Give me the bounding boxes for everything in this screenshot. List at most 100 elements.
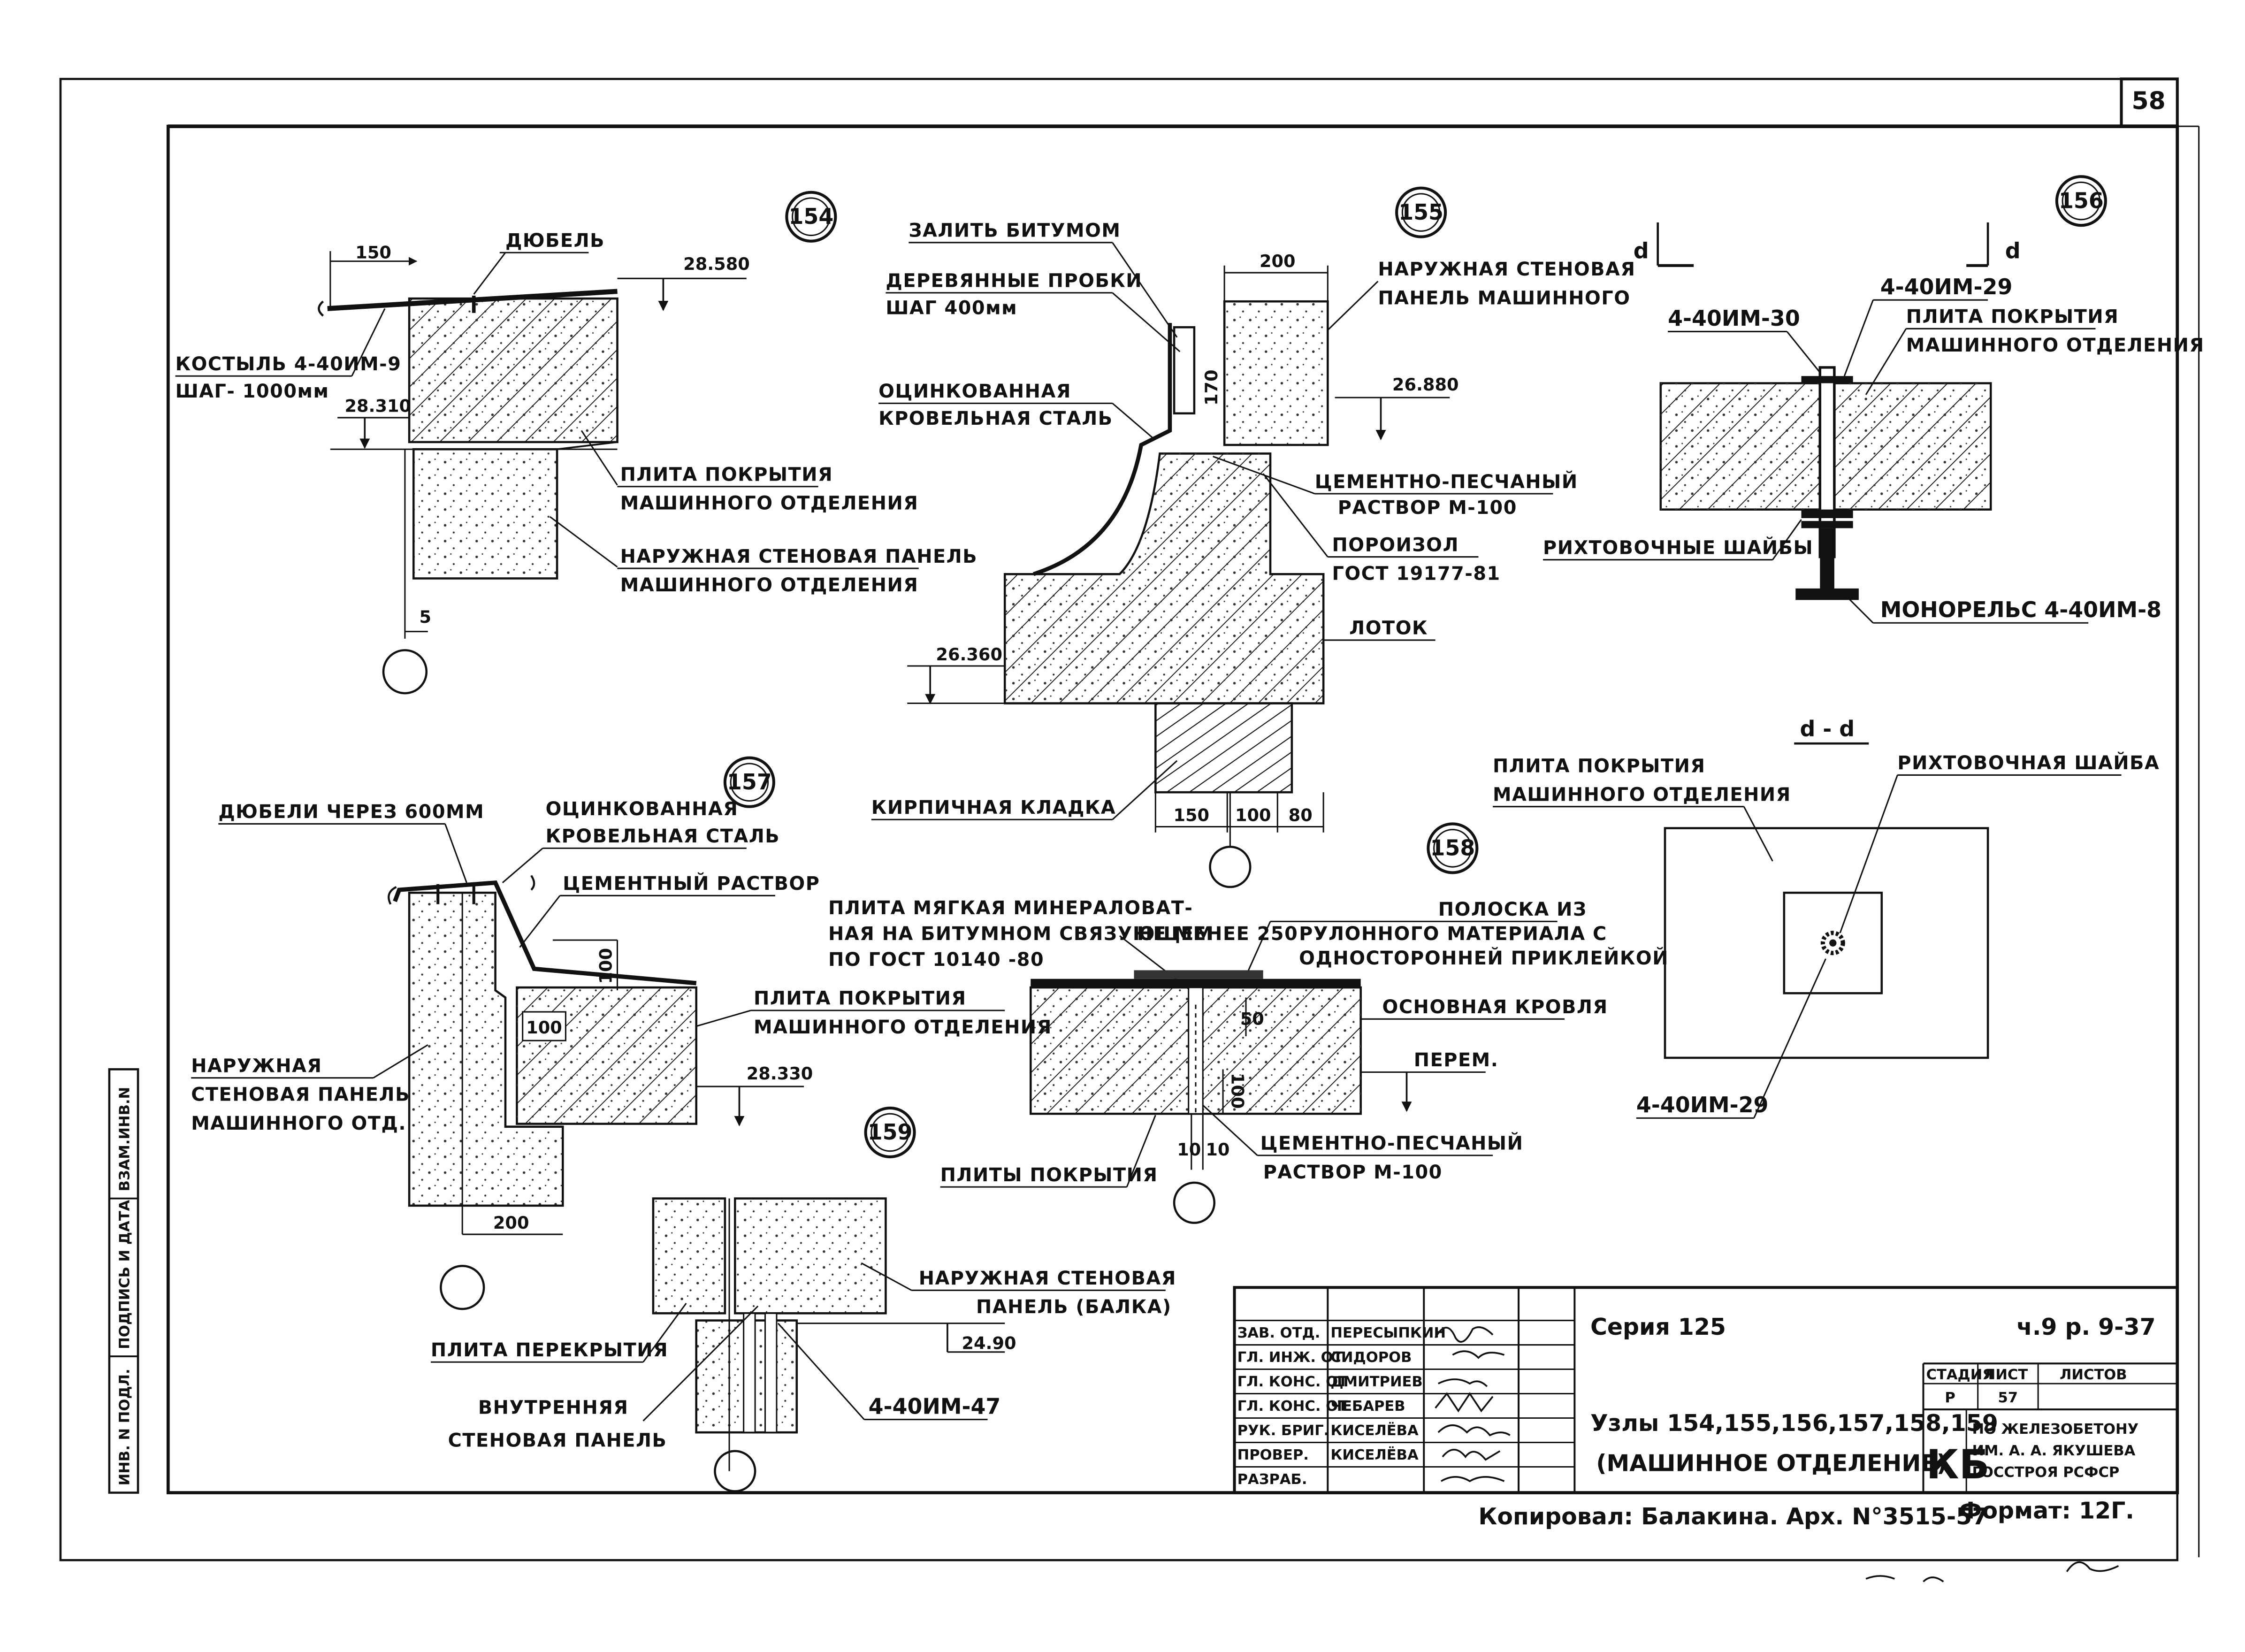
node-159-elev: 24.90 <box>962 1333 1016 1354</box>
section-dd-slab-1: ПЛИТА ПОКРЫТИЯ <box>1493 755 1706 777</box>
node-154-elev-low: 28.310 <box>344 396 411 416</box>
node-155-bitumen: ЗАЛИТЬ БИТУМОМ <box>909 220 1121 242</box>
node-157-dim-200: 200 <box>493 1213 529 1233</box>
node-157-dim-100a: 100 <box>596 948 616 984</box>
tb-scribble <box>1865 1561 2119 1583</box>
node-158-wool-2: НАЯ НА БИТУМНОМ СВЯЗУЮЩЕМ <box>828 923 1214 945</box>
tb-sheet: 57 <box>1998 1390 2018 1406</box>
node-155-brick-label: КИРПИЧНАЯ КЛАДКА <box>871 797 1116 818</box>
node-154-panel-1: НАРУЖНАЯ СТЕНОВАЯ ПАНЕЛЬ <box>620 546 977 567</box>
node-155-seal-2: ГОСТ 19177-81 <box>1332 563 1500 585</box>
node-155-plugs-2: ШАГ 400мм <box>886 298 1017 319</box>
node-159-axis <box>714 1450 756 1492</box>
node-157-panel-2: СТЕНОВАЯ ПАНЕЛЬ <box>191 1084 410 1106</box>
node-158-dim-100: 100 <box>1227 1073 1247 1109</box>
node-155-dim-170: 170 <box>1201 369 1222 405</box>
node-154-dim-5: 5 <box>419 607 431 627</box>
node-155-plugs-1: ДЕРЕВЯННЫЕ ПРОБКИ <box>886 270 1142 292</box>
node-154-marker <box>785 191 837 243</box>
tb-code: ч.9 р. 9-37 <box>2016 1314 2155 1340</box>
node-155-mortar-1: ЦЕМЕНТНО-ПЕСЧАНЫЙ <box>1315 471 1578 493</box>
sheet-frame: 58 <box>59 77 2200 1561</box>
section-dd-title: d - d <box>1800 716 1855 742</box>
node-156-bolt-left: 4-40ИМ-30 <box>1668 306 1800 331</box>
node-155-elev-low: 26.360 <box>936 644 1002 665</box>
tb-title-2: (МАШИННОЕ ОТДЕЛЕНИЕ) <box>1596 1450 1947 1477</box>
node-157-elev: 28.330 <box>747 1063 813 1084</box>
node-159-marker <box>864 1106 916 1158</box>
section-dd-plate <box>1783 891 1883 994</box>
node-158-axis <box>1173 1181 1216 1224</box>
node-155-marker <box>1395 186 1447 238</box>
tb-role-5: РУК. БРИГ. <box>1237 1423 1329 1439</box>
node-157-dim-100b: 100 <box>526 1017 562 1038</box>
node-156-marker <box>2055 175 2107 227</box>
node-156-number: 156 <box>2059 188 2104 213</box>
node-156-bolt-right: 4-40ИМ-29 <box>1880 274 2013 299</box>
tb-copied: Копировал: Балакина. Арх. N°3515-57 <box>1478 1503 1988 1530</box>
node-156-monorail <box>1795 528 1859 600</box>
node-158-mortar-2: РАСТВОР М-100 <box>1263 1162 1443 1183</box>
tb-org-2: ИМ. А. А. ЯКУШЕВА <box>1972 1443 2135 1459</box>
node-158-marker <box>1427 822 1479 874</box>
node-155-tray-label: ЛОТОК <box>1349 618 1428 639</box>
tb-name-1: ПЕРЕСЫПКИН <box>1330 1325 1446 1341</box>
node-155-number: 155 <box>1398 199 1443 225</box>
node-154-dowel-label: ДЮБЕЛЬ <box>505 230 605 252</box>
node-155-panel-2: ПАНЕЛЬ МАШИННОГО <box>1378 287 1630 309</box>
node-154-dim-150: 150 <box>355 242 391 262</box>
section-dd-bolt: 4-40ИМ-29 <box>1636 1092 1769 1117</box>
node-159-panel-1: НАРУЖНАЯ СТЕНОВАЯ <box>919 1268 1176 1289</box>
node-157-marker <box>723 756 775 808</box>
tb-name-5: КИСЕЛЁВА <box>1330 1422 1419 1439</box>
node-158-dim-10b: 10 <box>1206 1140 1229 1160</box>
node-155-elev-top: 26.880 <box>1392 375 1459 395</box>
node-156-washers: РИХТОВОЧНЫЕ ШАЙБЫ <box>1543 536 1813 558</box>
node-158-number: 158 <box>1430 835 1475 861</box>
node-158-roof: ОСНОВНАЯ КРОВЛЯ <box>1382 996 1608 1018</box>
margin-inv-orig: ИНВ. N ПОДЛ. <box>117 1369 133 1485</box>
node-158-slabs-label: ПЛИТЫ ПОКРЫТИЯ <box>940 1164 1158 1186</box>
node-155: 155 170 200 ЗАЛИТЬ БИТУМОМ ДЕРЕВЯННЫЕ ПР… <box>871 186 1635 888</box>
margin-stamp: ИНВ. N ПОДЛ. ПОДПИСЬ И ДАТА ВЗАМ.ИНВ.N <box>108 1068 139 1494</box>
node-157-panel-1: НАРУЖНАЯ <box>191 1055 322 1077</box>
tb-role-1: ЗАВ. ОТД. <box>1237 1325 1321 1341</box>
node-154-panel-2: МАШИННОГО ОТДЕЛЕНИЯ <box>620 574 919 596</box>
node-158-wool-3: ПО ГОСТ 10140 -80 <box>828 949 1044 971</box>
node-157-number: 157 <box>727 769 772 795</box>
node-154-number: 154 <box>789 204 834 229</box>
node-155-upper-panel <box>1223 300 1329 446</box>
tb-name-6: КИСЕЛЁВА <box>1330 1446 1419 1463</box>
node-157-dowels: ДЮБЕЛИ ЧЕРЕЗ 600ММ <box>218 801 484 823</box>
tb-signatures <box>1435 1326 1511 1483</box>
node-158-mortar-1: ЦЕМЕНТНО-ПЕСЧАНЫЙ <box>1260 1132 1524 1155</box>
tb-org-3: ГОССТРОЯ РСФСР <box>1972 1464 2119 1481</box>
node-156-slab-1: ПЛИТА ПОКРЫТИЯ <box>1906 306 2119 328</box>
node-157-wall-panel <box>408 891 564 1207</box>
node-156: 156 d d 4-40ИМ-29 ПЛИТА ПОКРЫТИЯ МАШИННО… <box>1543 175 2204 624</box>
tb-role-4: ГЛ. КОНС. ОТ <box>1237 1398 1348 1415</box>
node-159-panel-2: ПАНЕЛЬ (БАЛКА) <box>976 1296 1172 1318</box>
node-157-steel-2: КРОВЕЛЬНАЯ СТАЛЬ <box>546 826 780 847</box>
node-155-brick <box>1154 702 1293 794</box>
node-158-var: ПЕРЕМ. <box>1414 1049 1499 1071</box>
node-158-min: НЕ МЕНЕЕ 250 <box>1137 923 1298 945</box>
node-159-right-panel <box>733 1197 887 1315</box>
tb-role-3: ГЛ. КОНС. ОТ <box>1237 1374 1348 1390</box>
node-157-slab-1: ПЛИТА ПОКРЫТИЯ <box>754 988 967 1010</box>
tb-name-2: СИДОРОВ <box>1330 1349 1412 1366</box>
node-159-number: 159 <box>868 1119 913 1145</box>
tb-role-7: РАЗРАБ. <box>1237 1471 1307 1488</box>
node-154-elev-top: 28.580 <box>683 254 750 274</box>
node-158-dim-50: 50 <box>1240 1009 1264 1029</box>
tb-name-3: ДМИТРИЕВ <box>1330 1374 1422 1390</box>
node-155-dim-150: 150 <box>1173 805 1209 825</box>
node-157-panel-3: МАШИННОГО ОТД. <box>191 1113 406 1134</box>
tb-name-4: ЧЕБАРЕВ <box>1330 1398 1405 1415</box>
section-dd-washer-symbol <box>1820 931 1845 956</box>
tb-col-sheet: ЛИСТ <box>1984 1367 2028 1383</box>
node-155-mortar-2: РАСТВОР М-100 <box>1338 497 1517 519</box>
section-dd: d - d ПЛИТА ПОКРЫТИЯ МАШИННОГО ОТДЕЛЕНИЯ… <box>1493 716 2159 1119</box>
tb-role-6: ПРОВЕР. <box>1237 1447 1309 1463</box>
